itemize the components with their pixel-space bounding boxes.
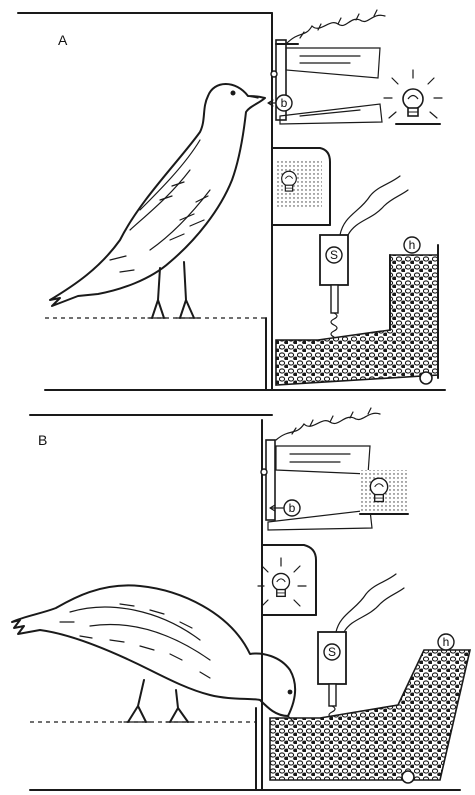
pigeon-feeding xyxy=(12,585,295,722)
solenoid-wires xyxy=(340,176,400,235)
key-pivot xyxy=(271,71,277,77)
pointer-b-label: b xyxy=(281,96,288,110)
key-housing-b xyxy=(276,446,370,474)
grain-hopper-b xyxy=(270,650,470,780)
pointer-b-arrow xyxy=(268,100,275,106)
hopper-wheel xyxy=(420,372,432,384)
magazine-light-bulb-b xyxy=(273,573,290,596)
key-light-bulb xyxy=(403,89,423,116)
panel-a: A b xyxy=(18,10,445,390)
solenoid-spring xyxy=(331,313,337,337)
panel-b: B b S xyxy=(12,408,470,790)
grain-hopper xyxy=(276,255,438,385)
hopper-label: h xyxy=(409,238,416,252)
pigeon-standing xyxy=(50,84,265,318)
pointer-b-label-b: b xyxy=(289,501,296,515)
key-wires xyxy=(286,15,385,44)
solenoid-label: S xyxy=(330,248,338,262)
panel-a-label: A xyxy=(58,32,68,48)
panel-b-label: B xyxy=(38,432,47,448)
solenoid-label-b: S xyxy=(328,645,336,659)
hopper-label-b: h xyxy=(443,635,450,649)
key-wires-b xyxy=(276,413,380,440)
hopper-wheel-b xyxy=(402,771,414,783)
lower-plate xyxy=(280,104,382,124)
lower-plate-b xyxy=(268,510,372,530)
